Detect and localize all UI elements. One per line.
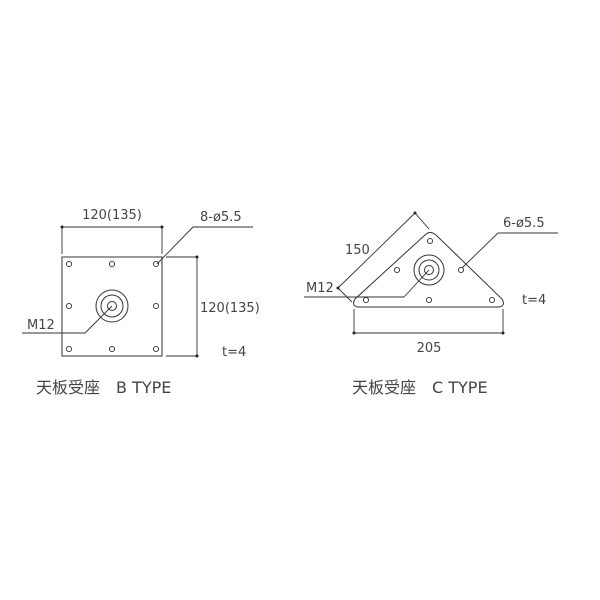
b-thread-leader: M12 bbox=[22, 305, 113, 334]
c-base-dimension: 205 bbox=[352, 309, 505, 356]
b-thickness-label: t=4 bbox=[222, 345, 246, 360]
b-width-dimension: 120(135) bbox=[60, 208, 164, 254]
b-width-label: 120(135) bbox=[82, 208, 142, 223]
c-side-label: 150 bbox=[345, 243, 370, 258]
b-type-plate: 120(135) 120(135) bbox=[22, 208, 260, 360]
c-thread-leader: M12 bbox=[304, 269, 430, 298]
c-base-label: 205 bbox=[417, 341, 442, 356]
b-height-label: 120(135) bbox=[200, 301, 260, 316]
b-center-boss bbox=[95, 289, 129, 323]
b-thread-label: M12 bbox=[27, 318, 55, 333]
b-height-dimension: 120(135) bbox=[166, 255, 260, 358]
c-thread-label: M12 bbox=[306, 281, 334, 296]
c-plate-outline bbox=[353, 232, 504, 308]
b-plate-outline bbox=[61, 256, 163, 357]
c-type-plate: 150 205 6-ø5 bbox=[304, 211, 558, 356]
b-type-caption: 天板受座 B TYPE bbox=[36, 378, 171, 397]
b-mounting-holes bbox=[65, 260, 160, 353]
c-thickness-label: t=4 bbox=[522, 293, 546, 308]
c-holes-leader: 6-ø5.5 bbox=[461, 216, 558, 269]
c-center-boss bbox=[413, 254, 445, 286]
c-type-caption: 天板受座 C TYPE bbox=[352, 378, 488, 397]
c-side-dimension: 150 bbox=[336, 211, 430, 303]
c-holes-label: 6-ø5.5 bbox=[503, 216, 545, 231]
b-holes-leader: 8-ø5.5 bbox=[156, 210, 253, 265]
b-holes-label: 8-ø5.5 bbox=[200, 210, 242, 225]
